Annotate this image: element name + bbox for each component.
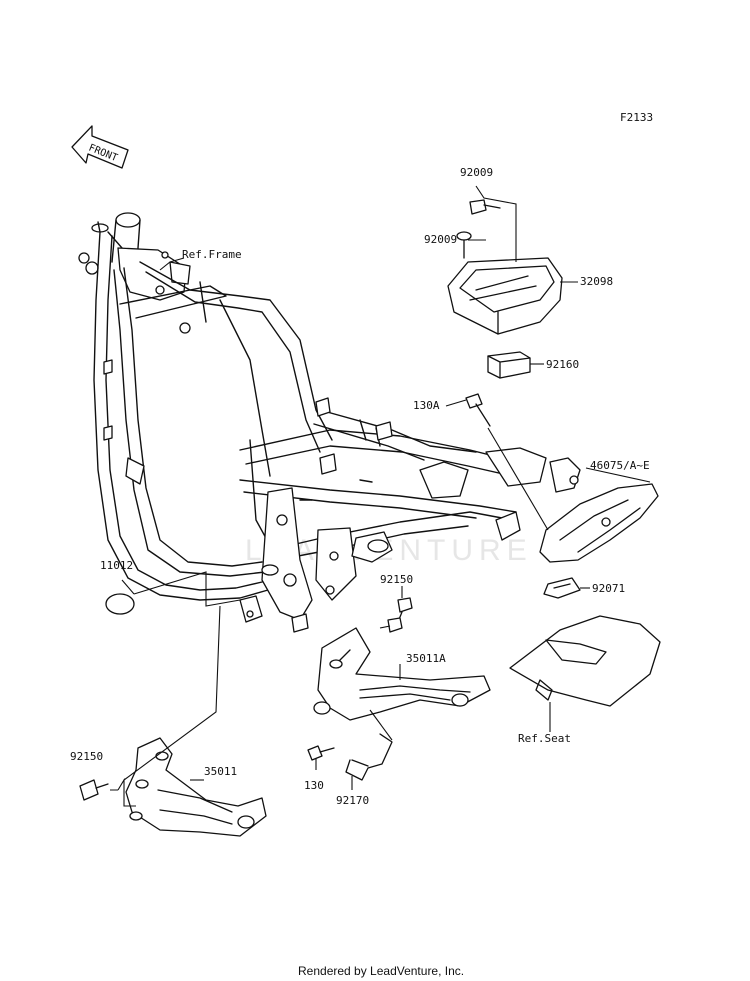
- callout-130: 130: [304, 779, 324, 792]
- seat-plate: [509, 615, 661, 707]
- callout-92160: 92160: [546, 358, 579, 371]
- callout-92170: 92170: [336, 794, 369, 807]
- part-92160-block: [487, 351, 531, 379]
- callout-92071: 92071: [592, 582, 625, 595]
- credit-text: Rendered by LeadVenture, Inc.: [298, 964, 464, 978]
- bolt-92009-mid: [456, 231, 472, 259]
- bolt-92009-top: [469, 199, 501, 215]
- bolt-92150-left: [79, 779, 109, 801]
- bolt-130: [307, 745, 335, 761]
- bolt-92150-mid: [387, 597, 413, 633]
- part-35011-bracket: [125, 737, 267, 837]
- motorcycle-frame: [78, 212, 581, 633]
- callout-46075: 46075/A~E: [590, 459, 650, 472]
- callout-35011: 35011: [204, 765, 237, 778]
- part-92170-clip: [345, 733, 393, 781]
- part-92071-grommet: [543, 577, 581, 599]
- callout-92150-mid: 92150: [380, 573, 413, 586]
- part-46075-cover: [539, 483, 659, 563]
- part-32098-tray: [447, 257, 563, 335]
- front-arrow-icon: FRONT: [71, 125, 129, 169]
- callout-32098: 32098: [580, 275, 613, 288]
- callout-35011A: 35011A: [406, 652, 446, 665]
- leader-lines: [110, 185, 651, 807]
- figure-code: F2133: [620, 111, 653, 124]
- callout-11012: 11012: [100, 559, 133, 572]
- callout-92150-left: 92150: [70, 750, 103, 763]
- callout-130A: 130A: [413, 399, 440, 412]
- part-35011A-bracket: [313, 627, 491, 721]
- bolt-130A: [465, 393, 491, 427]
- part-11012-cap: [105, 593, 135, 615]
- callout-92009-mid: 92009: [424, 233, 457, 246]
- callout-ref-frame: Ref.Frame: [182, 248, 242, 261]
- callout-ref-seat: Ref.Seat: [518, 732, 571, 745]
- callout-92009-top: 92009: [460, 166, 493, 179]
